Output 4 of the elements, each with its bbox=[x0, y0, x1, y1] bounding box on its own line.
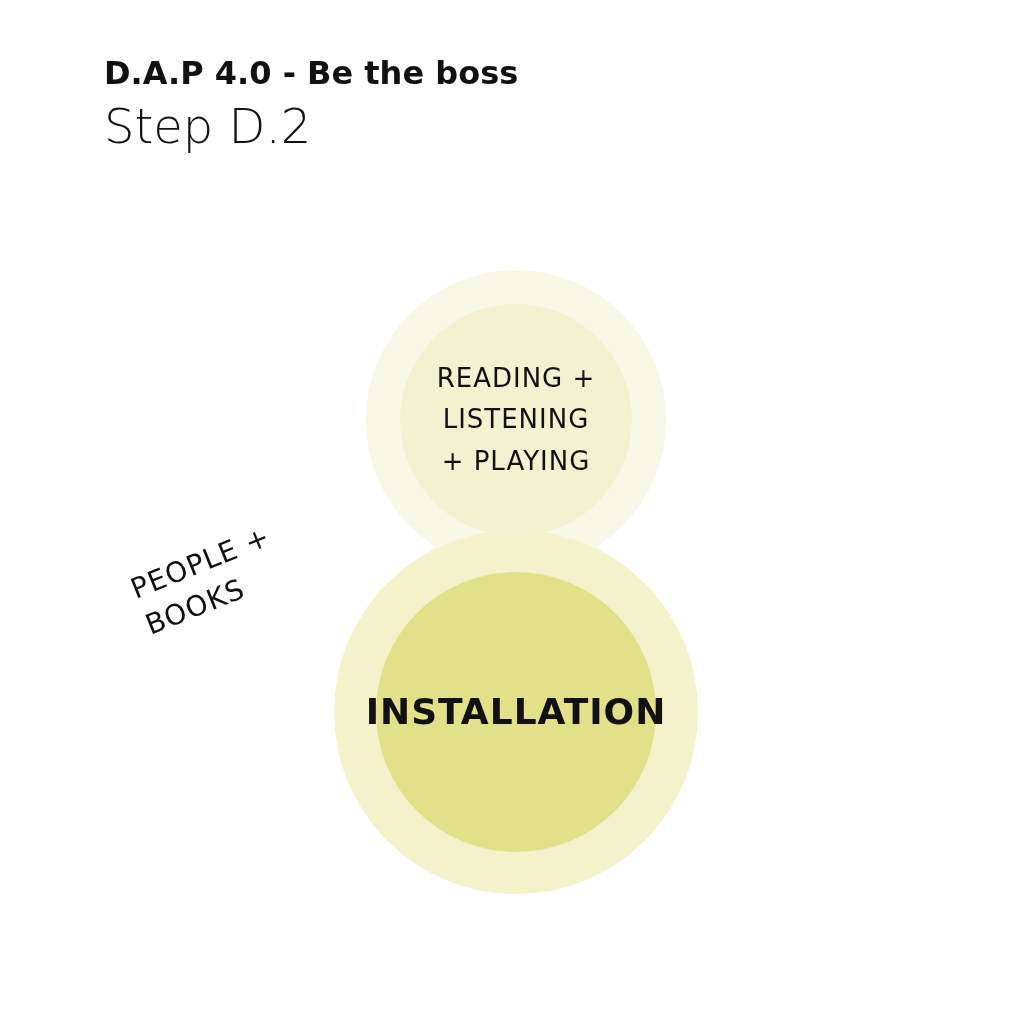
node-text: READING + LISTENING + PLAYING bbox=[435, 361, 597, 478]
node-text: INSTALLATION bbox=[364, 690, 668, 735]
title: D.A.P 4.0 - Be the boss bbox=[104, 54, 519, 92]
subtitle: Step D.2 bbox=[104, 98, 312, 154]
